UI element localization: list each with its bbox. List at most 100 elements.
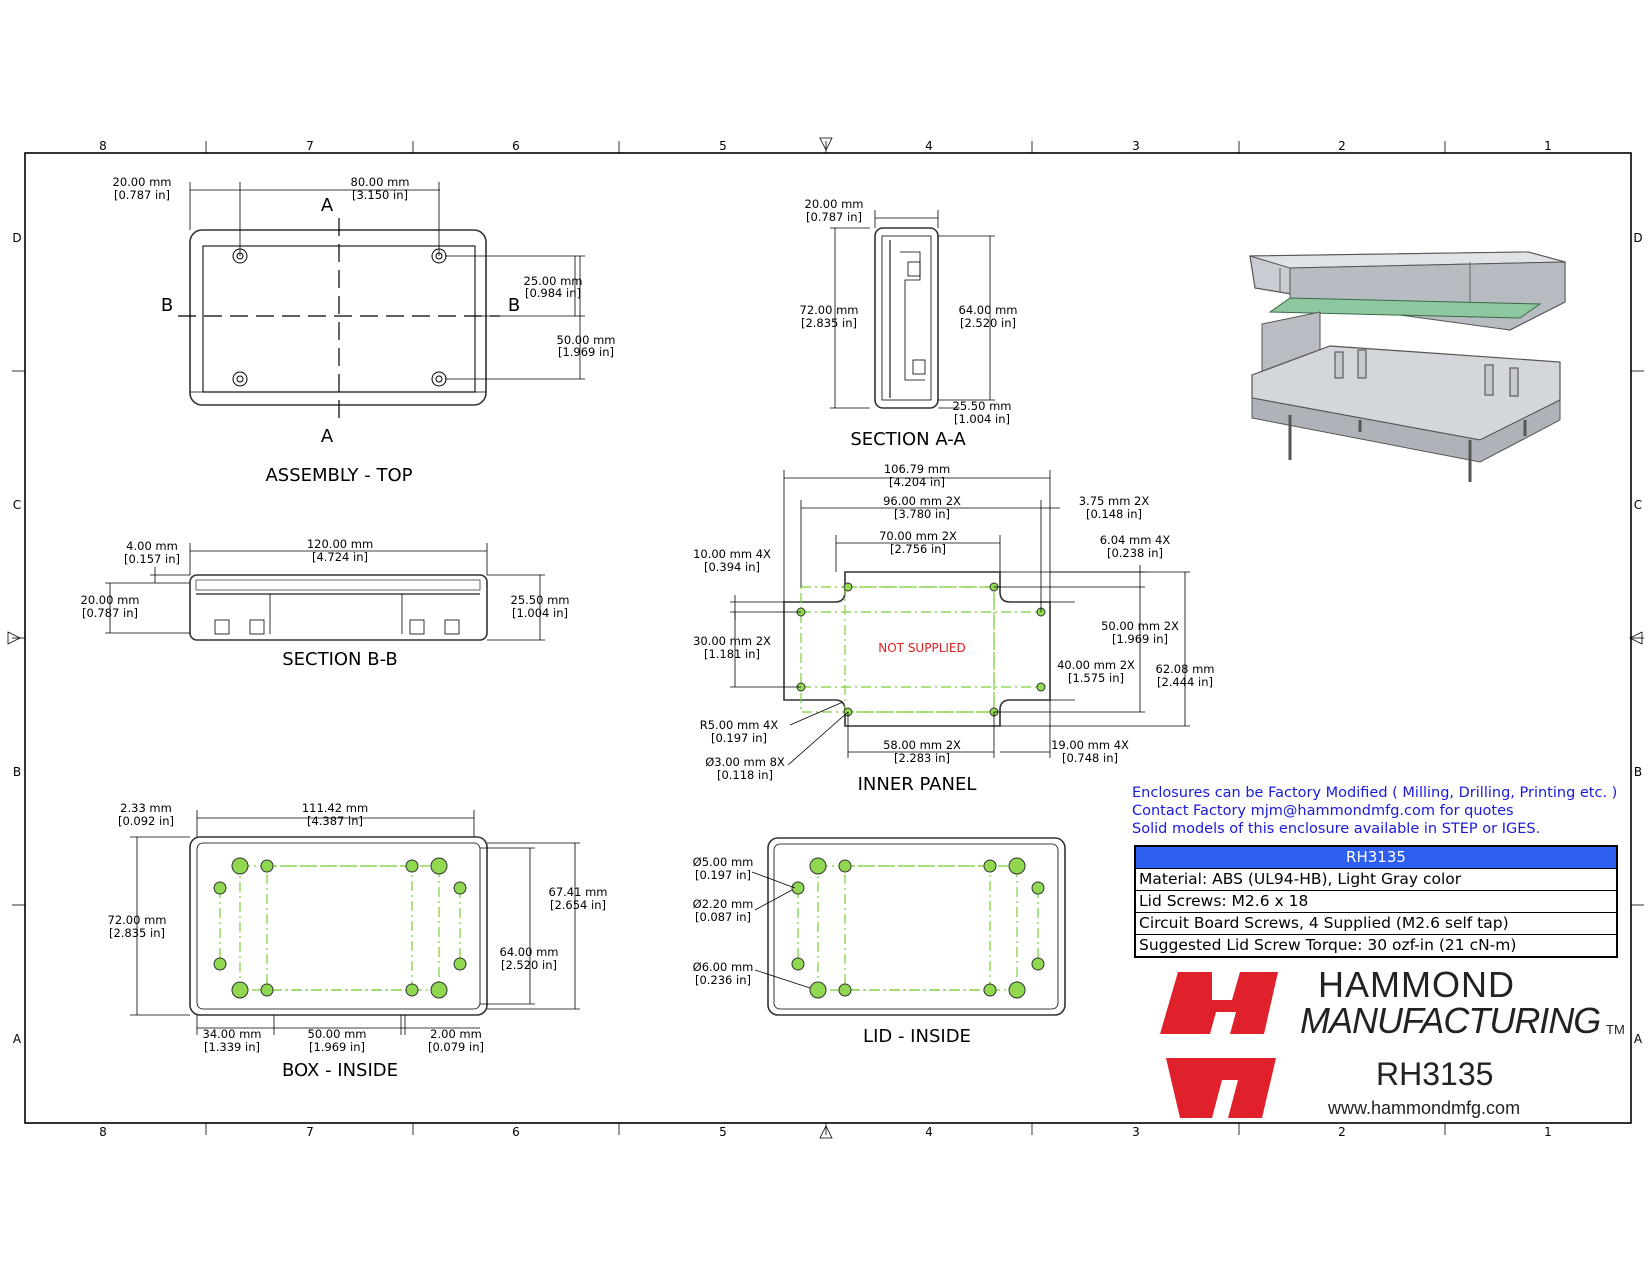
dim-panel-30-in: [1.181 in] <box>704 647 760 661</box>
section-marker-a-bottom: A <box>321 426 334 447</box>
dim-bb-inner-mm: 20.00 mm <box>81 593 140 607</box>
dim-box-height-in: [2.835 in] <box>109 926 165 940</box>
section-marker-a-top: A <box>321 195 334 216</box>
spec-row-material: Material: ABS (UL94-HB), Light Gray colo… <box>1136 869 1616 891</box>
dim-panel-40-in: [1.575 in] <box>1068 671 1124 685</box>
dim-panel-10-mm: 10.00 mm 4X <box>693 547 771 561</box>
zone-top-1: 7 <box>306 139 314 153</box>
dim-panel-50-in: [1.969 in] <box>1112 632 1168 646</box>
dim-lid-dia6-in: [0.236 in] <box>695 973 751 987</box>
view-assembly-top: A A B B 20.00 mm [0.787 in] 80.00 mm [3.… <box>113 175 616 486</box>
dim-panel-r5-in: [0.197 in] <box>711 731 767 745</box>
dim-top-half-in: [0.984 in] <box>525 286 581 300</box>
dim-top-holes-mm: 80.00 mm <box>351 175 410 189</box>
zone-right-0: D <box>1633 231 1642 245</box>
note-line-contact: Contact Factory mjm@hammondmfg.com for q… <box>1132 803 1514 819</box>
zone-right-1: C <box>1634 498 1642 512</box>
dim-lid-dia22-in: [0.087 in] <box>695 910 751 924</box>
drawing-border: 8 7 6 5 4 3 2 1 8 7 6 5 4 3 2 1 D C B A … <box>7 137 1644 1139</box>
zone-bottom-4: 4 <box>925 1125 933 1139</box>
dim-lid-dia5-mm: Ø5.00 mm <box>693 855 754 869</box>
dim-top-half-mm: 25.00 mm <box>524 274 583 288</box>
dim-top-holes-in: [3.150 in] <box>352 188 408 202</box>
dim-bb-height-mm: 25.50 mm <box>511 593 570 607</box>
zone-top-6: 2 <box>1338 139 1346 153</box>
note-line-modified: Enclosures can be Factory Modified ( Mil… <box>1132 785 1618 801</box>
dim-lid-dia5-in: [0.197 in] <box>695 868 751 882</box>
zone-top-4: 4 <box>925 139 933 153</box>
zone-top-3: 5 <box>719 139 727 153</box>
dim-panel-375-mm: 3.75 mm 2X <box>1079 494 1150 508</box>
dim-panel-58-mm: 58.00 mm 2X <box>883 738 961 752</box>
dim-bb-height-in: [1.004 in] <box>512 606 568 620</box>
view-section-aa: 20.00 mm [0.787 in] 72.00 mm [2.835 in] … <box>800 197 1018 450</box>
dim-aa-inner-mm: 64.00 mm <box>959 303 1018 317</box>
zone-bottom-0: 8 <box>99 1125 107 1139</box>
dim-box-34-in: [1.339 in] <box>204 1040 260 1054</box>
dim-panel-width-mm: 106.79 mm <box>884 462 950 476</box>
dim-top-width-mm: 20.00 mm <box>113 175 172 189</box>
brand-website: www.hammondmfg.com <box>1328 1098 1521 1118</box>
view-box-inside: 2.33 mm [0.092 in] 111.42 mm [4.387 in] … <box>108 801 608 1081</box>
dim-top-height-in: [1.969 in] <box>558 345 614 359</box>
dim-aa-height-mm: 72.00 mm <box>800 303 859 317</box>
dim-bb-lip-mm: 4.00 mm <box>126 539 178 553</box>
view-title-assembly-top: ASSEMBLY - TOP <box>265 465 412 486</box>
dim-top-height-mm: 50.00 mm <box>557 333 616 347</box>
zone-right-2: B <box>1634 765 1642 779</box>
dim-bb-length-in: [4.724 in] <box>312 550 368 564</box>
spec-row-torque: Suggested Lid Screw Torque: 30 ozf-in (2… <box>1139 936 1517 954</box>
zone-right-3: A <box>1634 1032 1643 1046</box>
dim-panel-50-mm: 50.00 mm 2X <box>1101 619 1179 633</box>
dim-lid-dia22-mm: Ø2.20 mm <box>693 897 754 911</box>
view-title-lid-inside: LID - INSIDE <box>863 1026 971 1047</box>
zone-bottom-7: 1 <box>1544 1125 1552 1139</box>
dim-bb-lip-in: [0.157 in] <box>124 552 180 566</box>
view-section-bb: 4.00 mm [0.157 in] 120.00 mm [4.724 in] … <box>81 537 570 670</box>
dim-box-length-mm: 111.42 mm <box>302 801 368 815</box>
view-title-box-inside: BOX - INSIDE <box>282 1060 398 1081</box>
section-marker-b-left: B <box>161 295 173 316</box>
dim-top-width-in: [0.787 in] <box>114 188 170 202</box>
spec-row-lid-screws: Lid Screws: M2.6 x 18 <box>1136 891 1616 913</box>
brand-name-line2: MANUFACTURING <box>1300 1000 1601 1041</box>
zone-top-5: 3 <box>1132 139 1140 153</box>
dim-box-50-mm: 50.00 mm <box>308 1027 367 1041</box>
dim-panel-70-mm: 70.00 mm 2X <box>879 529 957 543</box>
dim-aa-height-in: [2.835 in] <box>801 316 857 330</box>
zone-left-0: D <box>12 231 21 245</box>
dim-panel-375-in: [0.148 in] <box>1086 507 1142 521</box>
brand-part-number: RH3135 <box>1376 1056 1494 1092</box>
dim-box-34-mm: 34.00 mm <box>203 1027 262 1041</box>
view-inner-panel: NOT SUPPLIED <box>693 462 1214 795</box>
section-marker-b-right: B <box>508 295 520 316</box>
dim-box-wall-mm: 2.33 mm <box>120 801 172 815</box>
note-line-models: Solid models of this enclosure available… <box>1132 821 1541 837</box>
dim-box-2-in: [0.079 in] <box>428 1040 484 1054</box>
dim-bb-inner-in: [0.787 in] <box>82 606 138 620</box>
zone-left-1: C <box>13 498 21 512</box>
zone-bottom-2: 6 <box>512 1125 520 1139</box>
zone-top-2: 6 <box>512 139 520 153</box>
dim-aa-width-mm: 20.00 mm <box>805 197 864 211</box>
dim-panel-r5-mm: R5.00 mm 4X <box>700 718 779 732</box>
view-lid-inside: Ø5.00 mm [0.197 in] Ø2.20 mm [0.087 in] … <box>693 837 1066 1047</box>
dim-panel-19-in: [0.748 in] <box>1062 751 1118 765</box>
dim-box-6741-mm: 67.41 mm <box>549 885 608 899</box>
dim-panel-width-in: [4.204 in] <box>889 475 945 489</box>
dim-aa-depth-in: [1.004 in] <box>954 412 1010 426</box>
dim-panel-58-in: [2.283 in] <box>894 751 950 765</box>
zone-bottom-6: 2 <box>1338 1125 1346 1139</box>
dim-box-6741-in: [2.654 in] <box>550 898 606 912</box>
dim-panel-96-mm: 96.00 mm 2X <box>883 494 961 508</box>
dim-box-height-mm: 72.00 mm <box>108 913 167 927</box>
hammond-logo-mark <box>1160 972 1278 1118</box>
dim-box-64-mm: 64.00 mm <box>500 945 559 959</box>
dim-aa-width-in: [0.787 in] <box>806 210 862 224</box>
zone-top-0: 8 <box>99 139 107 153</box>
zone-top-7: 1 <box>1544 139 1552 153</box>
brand-trademark: TM <box>1606 1022 1625 1037</box>
dim-box-wall-in: [0.092 in] <box>118 814 174 828</box>
dim-aa-depth-mm: 25.50 mm <box>953 399 1012 413</box>
